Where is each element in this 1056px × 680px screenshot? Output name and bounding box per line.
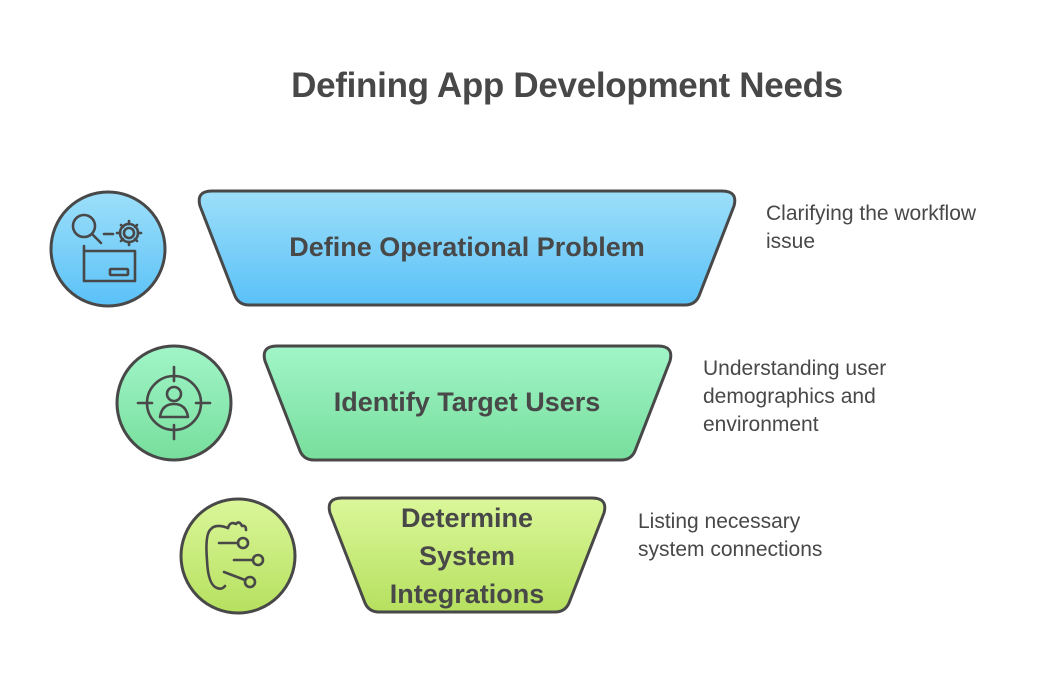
stage-3-description-line-2: system connections	[638, 538, 823, 561]
diagram-title: Defining App Development Needs	[291, 66, 843, 105]
stage-2-label: Identify Target Users	[333, 387, 601, 418]
stage-3-description-line-1: Listing necessary	[638, 510, 801, 533]
stage-2-funnel-shape	[262, 344, 673, 462]
search-gear-box-icon	[49, 190, 167, 308]
stage-2-description: Understanding user demographics and envi…	[703, 355, 886, 439]
stage-3-label-line-2: System	[418, 541, 516, 571]
stage-1-label: Define Operational Problem	[289, 232, 645, 263]
target-user-icon	[115, 344, 233, 462]
stage-1-description-line-2: issue	[766, 230, 816, 253]
stage-3-label: Determine System Integrations	[352, 500, 582, 612]
stage-2-description-line-1: Understanding user	[703, 357, 887, 380]
stage-3-label-line-1: Determine	[400, 503, 534, 533]
stage-1-funnel-shape	[197, 189, 737, 307]
stage-3-label-line-3: Integrations	[389, 579, 545, 609]
stage-3-funnel-shape	[327, 496, 607, 614]
stage-1-description: Clarifying the workflow issue	[766, 200, 976, 256]
stage-2-description-line-3: environment	[703, 413, 819, 436]
stage-3-description: Listing necessary system connections	[638, 508, 822, 564]
stage-1-description-line-1: Clarifying the workflow	[766, 202, 977, 225]
integration-nodes-icon	[179, 497, 297, 615]
stage-2-description-line-2: demographics and	[703, 385, 876, 408]
